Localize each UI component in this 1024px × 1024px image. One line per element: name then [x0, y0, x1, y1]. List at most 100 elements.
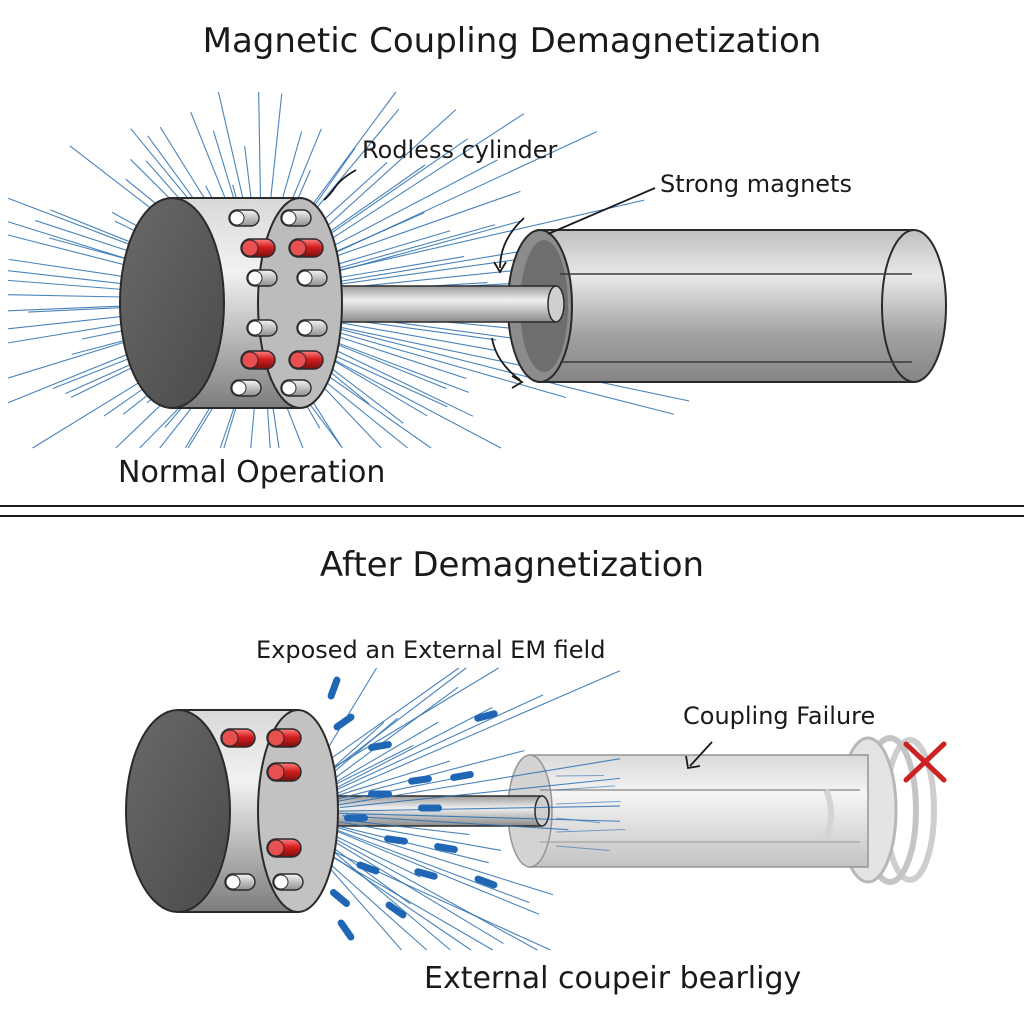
field-line [555, 845, 610, 851]
field-line [316, 845, 472, 951]
field-particle [368, 741, 392, 751]
field-line [333, 760, 450, 798]
field-line [307, 323, 567, 399]
rodless-cylinder-label: Rodless cylinder [362, 136, 558, 164]
field-line [324, 199, 645, 274]
exposed-em-field-label: Exposed an External EM field [256, 636, 606, 664]
arrow-icon [511, 375, 524, 389]
normal-cylinder-tube [507, 229, 947, 383]
weakened-magnet-array [220, 728, 304, 891]
magnet-slot [296, 319, 328, 337]
field-particle [344, 814, 368, 822]
field-line [319, 667, 460, 768]
field-particle [434, 843, 458, 853]
field-particle [450, 771, 474, 781]
field-line [342, 815, 569, 831]
field-line [334, 744, 414, 786]
field-line [335, 775, 465, 803]
field-line [555, 774, 604, 777]
magnet [288, 350, 324, 370]
field-line [555, 828, 625, 833]
magnet [266, 728, 302, 748]
field-line [329, 835, 538, 951]
arrow-icon [499, 217, 525, 269]
strong-magnets-pointer [547, 187, 656, 235]
arrow-icon [685, 755, 701, 770]
field-line [320, 840, 451, 951]
field-line [334, 841, 504, 945]
normal-operation-heading: Normal Operation [118, 455, 386, 490]
rodless-pointer [323, 169, 357, 201]
normal-magnet-array [228, 209, 328, 397]
magnet-slot [296, 269, 328, 287]
field-line [299, 131, 598, 270]
coupling-failure-label: Coupling Failure [683, 702, 876, 730]
field-line [315, 190, 521, 264]
field-particle [408, 775, 432, 785]
field-line [346, 819, 470, 836]
normal-callouts [323, 169, 656, 389]
magnet-slot [246, 319, 278, 337]
field-line [318, 853, 428, 951]
field-line [555, 800, 621, 805]
magnet-slot [272, 873, 304, 891]
field-particle [385, 901, 407, 919]
field-line [341, 826, 489, 864]
magnet [266, 762, 302, 782]
strong-magnets-label: Strong magnets [660, 170, 852, 198]
field-particle [368, 790, 392, 798]
coupling-failure-callout [685, 741, 713, 770]
field-line [324, 323, 690, 402]
magnet-slot [230, 379, 262, 397]
field-line [555, 785, 616, 791]
magnet [220, 728, 256, 748]
field-particle [356, 861, 380, 875]
normal-coupling-body [119, 197, 343, 409]
failure-x-icon [903, 741, 947, 783]
field-line [337, 805, 621, 812]
section-divider [0, 505, 1024, 517]
magnet-slot [228, 209, 260, 227]
field-particle [333, 713, 355, 731]
field-line [327, 722, 385, 773]
bottom-caption: External coupeir bearligy [424, 961, 802, 996]
magnet-slot [224, 873, 256, 891]
failed-coupling-body [125, 709, 339, 913]
field-line [555, 817, 601, 824]
field-line [309, 320, 675, 415]
field-particle [414, 868, 438, 880]
field-particle [337, 919, 355, 941]
after-demagnetization-heading: After Demagnetization [319, 545, 705, 585]
arrow-icon [493, 261, 507, 274]
field-particle [384, 835, 408, 845]
field-line [320, 849, 494, 951]
demag-field-lines [309, 667, 625, 951]
field-particle [329, 889, 351, 907]
magnet [288, 238, 324, 258]
field-line [327, 826, 530, 904]
field-line [329, 694, 544, 794]
failed-cylinder-tube [507, 735, 937, 885]
arrow-icon [689, 741, 713, 767]
field-line [335, 758, 621, 806]
magnet-slot [246, 269, 278, 287]
magnet [240, 238, 276, 258]
magnet-slot [280, 209, 312, 227]
field-line [336, 670, 621, 795]
field-line [325, 686, 459, 786]
magnet-slot [280, 379, 312, 397]
magnet [240, 350, 276, 370]
field-line [337, 820, 502, 851]
field-line [331, 721, 439, 786]
field-particle [327, 676, 341, 700]
field-line [329, 832, 421, 878]
field-particle [474, 875, 498, 889]
field-line [312, 317, 496, 351]
diagram-title: Magnetic Coupling Demagnetization [202, 21, 822, 61]
field-line [325, 826, 540, 915]
field-line [326, 706, 493, 794]
field-particle [474, 710, 498, 722]
magnet [266, 838, 302, 858]
field-line [340, 777, 621, 809]
